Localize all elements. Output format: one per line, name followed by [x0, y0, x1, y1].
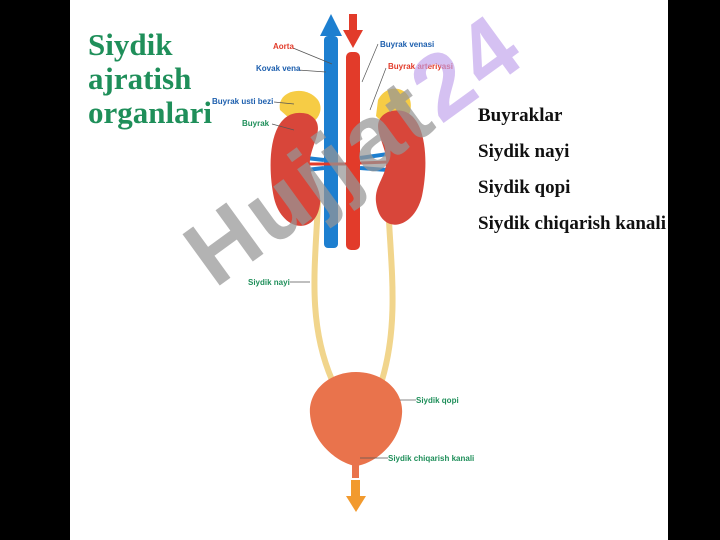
right-renal-vessels [359, 152, 389, 172]
aorta [346, 52, 360, 250]
label-buyrak: Buyrak [242, 119, 270, 128]
vena-cava-arrow-icon [320, 14, 342, 36]
organ-list-item: Siydik qopi [478, 177, 571, 198]
right-renal-artery [359, 160, 389, 165]
label-aorta: Aorta [273, 42, 294, 51]
label-buyrak-arteriyasi: Buyrak arteriyasi [388, 62, 453, 71]
label-kovak-vena: Kovak vena [256, 64, 301, 73]
organ-list: Buyraklar Siydik nayi Siydik qopi Siydik… [478, 98, 666, 242]
organ-list-item: Siydik chiqarish kanali [478, 213, 666, 234]
urethra [352, 462, 359, 478]
aorta-arrow-shaft [349, 14, 357, 32]
label-siydik-chiqarish-kanali: Siydik chiqarish kanali [388, 454, 475, 463]
left-ureter [311, 199, 335, 382]
label-siydik-qopi: Siydik qopi [416, 396, 459, 405]
vena-cava [324, 36, 338, 248]
slide: Siydik ajratish organlari [70, 0, 668, 540]
left-kidney [270, 112, 321, 226]
label-buyrak-venasi: Buyrak venasi [380, 40, 435, 49]
outflow-arrow-shaft [351, 480, 360, 498]
leader-lines [271, 43, 416, 459]
urinary-system-diagram [270, 14, 426, 512]
organ-list-item: Siydik nayi [478, 141, 570, 162]
organ-list-item: Buyraklar [478, 105, 563, 126]
outflow-arrow-icon [346, 496, 366, 512]
label-buyrak-usti-bezi: Buyrak usti bezi [212, 97, 274, 106]
bladder [309, 372, 403, 466]
aorta-arrow-icon [343, 30, 363, 48]
label-siydik-nayi: Siydik nayi [248, 278, 290, 287]
right-ureter [379, 199, 396, 381]
right-kidney [375, 110, 426, 225]
slide-title: Siydik ajratish organlari [88, 27, 212, 130]
